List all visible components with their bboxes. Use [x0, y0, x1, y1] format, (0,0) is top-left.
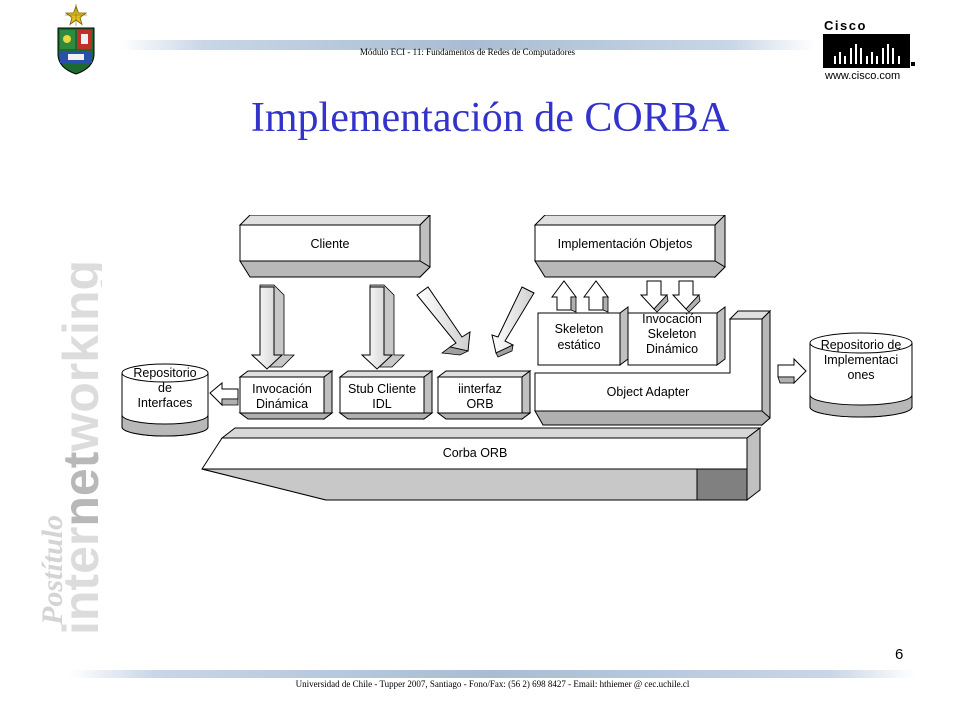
arrow-orb-interface-to-implementation [491, 286, 535, 358]
corba-orb-label: Corba ORB [443, 446, 508, 460]
side-part-inter: inter [53, 527, 102, 635]
arrow-to-repositorio-implementaciones [777, 357, 807, 385]
arrow-dyn-skeleton-down-1 [639, 280, 669, 313]
invocacion-skeleton-line3: Dinámico [646, 342, 698, 356]
slide-title: Implementación de CORBA [250, 95, 730, 141]
arrow-cliente-to-orb-interface [416, 286, 471, 356]
header-bar [120, 40, 815, 50]
interfaz-orb-box: iinterfaz ORB [436, 370, 532, 420]
cisco-url: www.cisco.com [825, 70, 901, 82]
arrow-skeleton-up-1 [551, 280, 577, 313]
object-adapter-label: Object Adapter [607, 385, 690, 399]
cliente-label: Cliente [311, 237, 350, 251]
corba-orb-bus: Corba ORB [201, 426, 762, 502]
repositorio-implementaciones-line3: ones [847, 368, 874, 382]
invocacion-skeleton-dinamico-box: Invocación Skeleton Dinámico [627, 306, 726, 366]
invocacion-dinamica-line2: Dinámica [256, 397, 308, 411]
side-internetworking: internetworking [53, 260, 102, 635]
postitulo-internetworking-brand: Postítulo internetworking [20, 80, 109, 640]
repositorio-interfaces-line3: Interfaces [138, 396, 193, 410]
stub-cliente-line2: IDL [372, 397, 392, 411]
arrow-cliente-to-stub [360, 284, 405, 370]
arrow-dyn-skeleton-down-2 [671, 280, 701, 313]
side-prefix: Postítulo [36, 515, 69, 626]
repositorio-interfaces-line1: Repositorio [133, 366, 196, 380]
interfaz-orb-line2: ORB [466, 397, 493, 411]
skeleton-estatico-line2: estático [557, 338, 600, 352]
page-number: 6 [895, 646, 904, 663]
star-icon [64, 4, 88, 26]
universidad-de-chile-logo [50, 4, 102, 76]
object-adapter-box: Object Adapter [534, 309, 772, 427]
repositorio-implementaciones-cylinder: Repositorio de Implementaci ones [809, 332, 913, 418]
skeleton-estatico-box: Skeleton estático [537, 306, 629, 366]
footer-contact: Universidad de Chile - Tupper 2007, Sant… [295, 679, 690, 689]
cisco-logo: Cisco Systems www.cisco.com [820, 14, 920, 94]
cisco-bars-icon [834, 44, 900, 64]
interfaz-orb-line1: iinterfaz [458, 382, 502, 396]
invocacion-skeleton-line2: Skeleton [648, 327, 697, 341]
implementacion-objetos-label: Implementación Objetos [558, 237, 693, 251]
repositorio-implementaciones-line1: Repositorio de [821, 338, 902, 352]
repositorio-interfaces-cylinder: Repositorio de Interfaces [121, 363, 209, 437]
side-part-working: working [53, 260, 102, 453]
stub-cliente-idl-box: Stub Cliente IDL [338, 370, 434, 420]
invocacion-dinamica-box: Invocación Dinámica [238, 370, 334, 420]
repositorio-interfaces-line2: de [158, 381, 172, 395]
skeleton-estatico-line1: Skeleton [555, 322, 604, 336]
invocacion-skeleton-line1: Invocación [642, 312, 702, 326]
cliente-box: Cliente [238, 213, 432, 279]
implementacion-objetos-box: Implementación Objetos [533, 213, 727, 279]
module-title: Módulo ECI - 11: Fundamentos de Redes de… [359, 47, 576, 57]
invocacion-dinamica-line1: Invocación [252, 382, 312, 396]
arrow-cliente-to-invocacion-dinamica [250, 284, 295, 370]
side-part-net: net [53, 451, 102, 526]
stub-cliente-line1: Stub Cliente [348, 382, 416, 396]
footer-bar [70, 670, 915, 678]
corba-architecture-diagram: Corba ORB Cliente Implementación Objetos [110, 213, 930, 515]
repositorio-implementaciones-line2: Implementaci [824, 353, 898, 367]
arrow-to-repositorio-interfaces [209, 381, 239, 407]
arrow-skeleton-up-2 [583, 280, 609, 313]
